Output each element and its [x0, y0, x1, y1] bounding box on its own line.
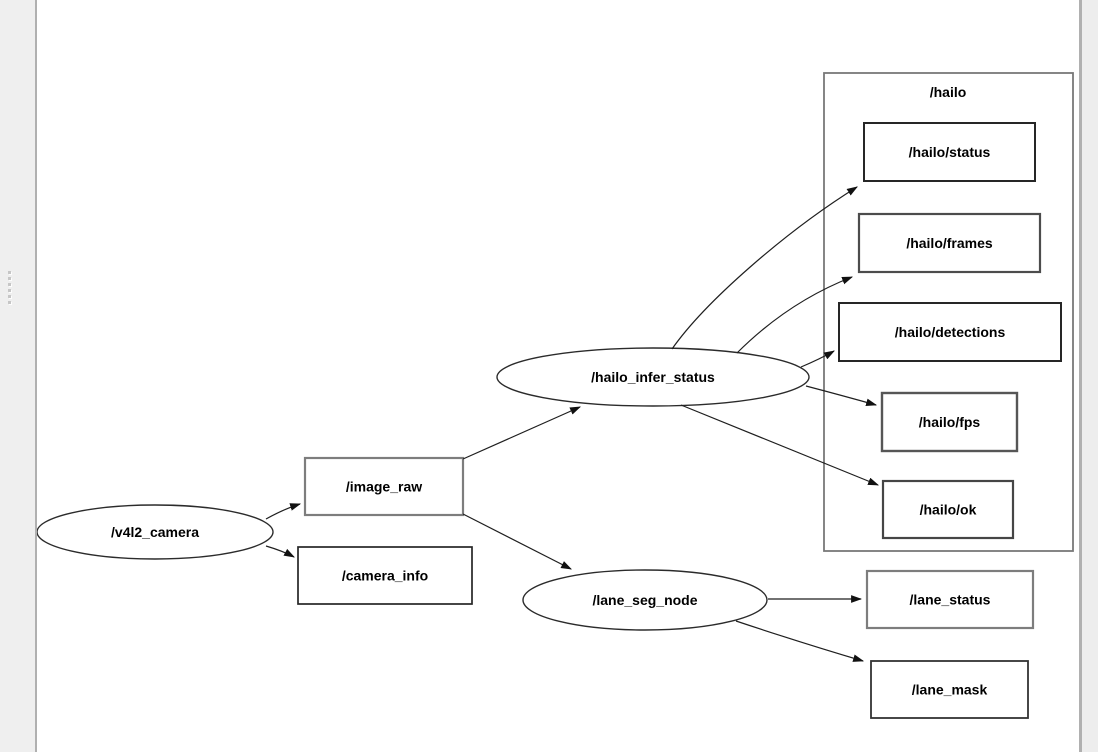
panel-splitter[interactable] — [35, 0, 37, 752]
topic-box-hailo_fps[interactable] — [880, 391, 1019, 453]
topic-box-hailo_detections[interactable] — [838, 302, 1062, 362]
topic-box-lane_status[interactable] — [865, 569, 1035, 630]
topic-lane_mask: /lane_mask — [870, 660, 1029, 719]
node-ellipse-lane_seg_node[interactable] — [522, 569, 768, 631]
node-ellipse-hailo_infer_status[interactable] — [496, 347, 810, 407]
node-lane_seg_node: /lane_seg_node — [522, 569, 768, 631]
label-hailo_status: /hailo/status — [909, 144, 991, 160]
label-lane_status: /lane_status — [910, 592, 991, 608]
edge-v4l2_camera-to-camera_info — [265, 545, 295, 558]
label-camera_info: /camera_info — [342, 568, 428, 584]
label-hailo_detections: /hailo/detections — [895, 324, 1006, 340]
topic-box-hailo_frames[interactable] — [857, 212, 1042, 274]
edge-hailo_infer_status-to-hailo_status — [671, 186, 858, 350]
edge-image_raw-to-lane_seg_node — [462, 513, 572, 570]
canvas-right-border — [1079, 0, 1082, 752]
label-image_raw: /image_raw — [346, 479, 422, 495]
dock-handle-dot — [8, 283, 11, 286]
label-hailo_frames: /hailo/frames — [906, 235, 993, 251]
dock-handle-dot — [8, 277, 11, 280]
topic-hailo_status: /hailo/status — [863, 122, 1036, 182]
label-hailo_fps: /hailo/fps — [919, 414, 981, 430]
dock-handle-dot — [8, 289, 11, 292]
topic-hailo_fps: /hailo/fps — [880, 391, 1019, 453]
topic-camera_info: /camera_info — [297, 546, 473, 605]
graph-canvas[interactable]: /hailo/v4l2_camera/hailo_infer_status/la… — [37, 0, 1079, 752]
graph-svg[interactable]: /hailo/v4l2_camera/hailo_infer_status/la… — [37, 0, 1079, 752]
cluster-hailo-box — [823, 72, 1074, 552]
label-hailo_ok: /hailo/ok — [920, 502, 977, 518]
topic-hailo_ok: /hailo/ok — [881, 479, 1015, 540]
edge-image_raw-to-hailo_infer_status — [462, 406, 582, 460]
cluster-hailo-label: /hailo — [930, 84, 967, 100]
edge-lane_seg_node-to-lane_mask — [735, 620, 865, 662]
dock-handle-dot — [8, 295, 11, 298]
label-lane_mask: /lane_mask — [912, 682, 988, 698]
topic-hailo_frames: /hailo/frames — [857, 212, 1042, 274]
topic-box-camera_info[interactable] — [297, 546, 473, 605]
node-ellipse-v4l2_camera[interactable] — [37, 504, 274, 560]
dock-handle-dot — [8, 271, 11, 274]
topic-box-hailo_ok[interactable] — [881, 479, 1015, 540]
label-hailo_infer_status: /hailo_infer_status — [591, 369, 715, 385]
label-lane_seg_node: /lane_seg_node — [592, 592, 697, 608]
label-v4l2_camera: /v4l2_camera — [111, 524, 199, 540]
topic-box-lane_mask[interactable] — [870, 660, 1029, 719]
dock-handle-dot — [8, 301, 11, 304]
dock-panel-strip — [0, 0, 35, 752]
edge-hailo_infer_status-to-hailo_fps — [805, 385, 878, 407]
node-hailo_infer_status: /hailo_infer_status — [496, 347, 810, 407]
topic-image_raw: /image_raw — [303, 456, 465, 517]
edge-hailo_infer_status-to-hailo_ok — [680, 404, 880, 486]
window-margin-right — [1082, 0, 1098, 752]
topic-box-hailo_status[interactable] — [863, 122, 1036, 182]
topic-hailo_detections: /hailo/detections — [838, 302, 1062, 362]
edge-hailo_infer_status-to-hailo_detections — [800, 350, 835, 368]
topic-box-image_raw[interactable] — [303, 456, 465, 517]
edge-v4l2_camera-to-image_raw — [265, 503, 302, 520]
topic-lane_status: /lane_status — [865, 569, 1035, 630]
node-v4l2_camera: /v4l2_camera — [37, 504, 274, 560]
edge-hailo_infer_status-to-hailo_frames — [736, 276, 854, 354]
